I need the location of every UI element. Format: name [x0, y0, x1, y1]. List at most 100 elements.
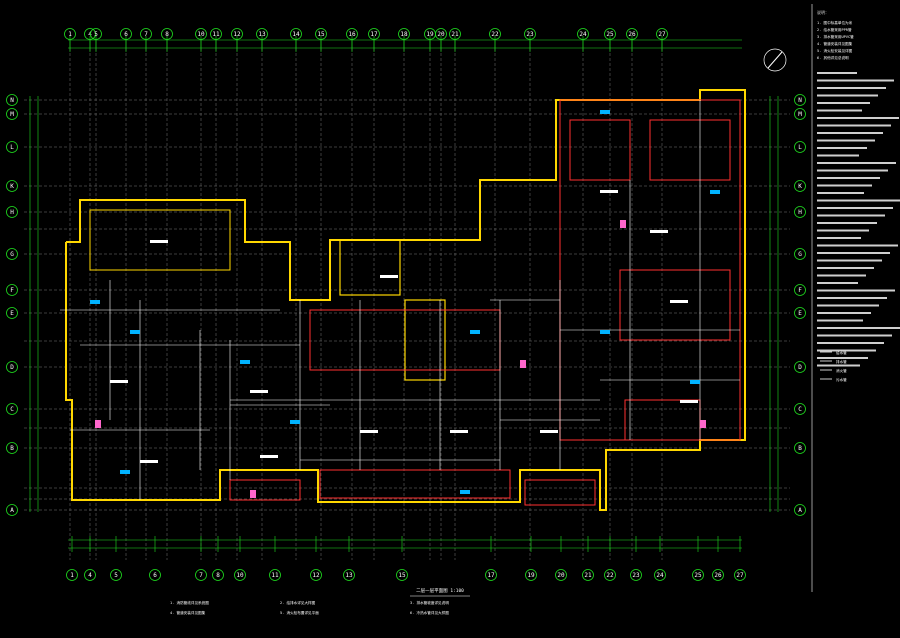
- axis-bubble-bottom-label: 15: [398, 572, 406, 579]
- fixture-marker: [690, 380, 700, 384]
- axis-bubble-right-circle: [794, 141, 806, 153]
- axis-bubble-right-circle: [794, 248, 806, 260]
- dimension-lines: [29, 36, 779, 552]
- fixture-marker: [470, 330, 480, 334]
- room-tag: [650, 230, 668, 233]
- axis-bubble-right-circle: [794, 442, 806, 454]
- notes-filler-line: [817, 87, 886, 89]
- axis-bubble-top-label: 1: [68, 31, 72, 38]
- notes-filler-line: [817, 319, 863, 322]
- notes-header: 说明：: [817, 9, 829, 15]
- fixture-marker: [90, 300, 100, 304]
- axis-bubble-bottom-circle: [66, 569, 78, 581]
- axis-bubble-bottom-label: 26: [714, 572, 722, 579]
- room-tag: [600, 190, 618, 193]
- notes-line: 5. 消火栓安装见详图: [817, 48, 853, 53]
- notes-filler-line: [817, 222, 877, 224]
- room-tag: [150, 240, 168, 243]
- axis-bubble-bottom-label: 27: [736, 572, 744, 579]
- notes-filler-line: [817, 237, 861, 239]
- axis-bubble-bottom-circle: [525, 569, 537, 581]
- axis-bubble-top-label: 14: [292, 31, 300, 38]
- stair-core: [339, 239, 401, 296]
- axis-bubble-bottom-circle: [630, 569, 642, 581]
- axis-bubble-right-circle: [794, 504, 806, 516]
- axis-bubble-top-label: 8: [165, 31, 169, 38]
- room-tag: [680, 400, 698, 403]
- axis-bubble-left-label: E: [10, 310, 14, 317]
- notes-filler-line: [817, 259, 882, 262]
- notes-filler-line: [817, 72, 857, 74]
- notes-filler-line: [817, 297, 887, 299]
- legend-label: 排水管: [836, 359, 847, 364]
- axis-bubble-bottom-label: 25: [694, 572, 702, 579]
- axis-bubble-top-label: 13: [258, 31, 266, 38]
- notes-line: 6. 其他详见总说明: [817, 55, 849, 60]
- notes-filler-line: [817, 102, 870, 104]
- notes-filler-line: [817, 357, 868, 359]
- axis-bubble-top-label: 15: [317, 31, 325, 38]
- fixture-marker: [250, 490, 256, 498]
- room-tag: [110, 380, 128, 383]
- axis-bubble-right-circle: [794, 108, 806, 120]
- room-northwest: [89, 209, 231, 271]
- axis-bubble-top-circle: [398, 28, 410, 40]
- axis-bubble-bottom-label: 22: [606, 572, 614, 579]
- axis-bubble-right-circle: [794, 307, 806, 319]
- inner-wall: [649, 119, 731, 181]
- legend-label: 给水管: [836, 350, 847, 355]
- inner-wall: [524, 479, 596, 506]
- notes-filler-line: [817, 139, 875, 142]
- axis-bubble-right-label: H: [798, 209, 802, 216]
- notes-filler-line: [817, 267, 874, 269]
- axis-bubble-left-label: N: [10, 97, 14, 104]
- axis-bubble-left-label: A: [10, 507, 14, 514]
- inner-walls: [229, 99, 741, 506]
- axis-bubble-top-label: 21: [451, 31, 459, 38]
- axis-bubble-top-circle: [368, 28, 380, 40]
- notes-line: 1. 图中标高单位为米: [817, 20, 853, 25]
- axis-bubble-top-label: 25: [606, 31, 614, 38]
- bottom-note: 1. 消防管线详见系统图: [170, 600, 209, 605]
- notes-filler-line: [817, 162, 896, 164]
- inner-wall: [319, 469, 511, 499]
- inner-wall: [569, 119, 631, 181]
- notes-filler-line: [817, 199, 900, 202]
- notes-filler-line: [817, 312, 871, 314]
- axis-bubble-top-circle: [231, 28, 243, 40]
- room-tag: [540, 430, 558, 433]
- fixtures: [90, 110, 720, 498]
- axis-bubble-left-label: L: [10, 144, 14, 151]
- room-tag: [670, 300, 688, 303]
- axis-bubble-left-circle: [6, 284, 18, 296]
- axis-bubble-left-circle: [6, 94, 18, 106]
- axis-bubble-right-label: N: [798, 97, 802, 104]
- inner-wall: [624, 399, 701, 441]
- axis-bubble-bottom-label: 19: [527, 572, 535, 579]
- axis-bubble-top-circle: [84, 28, 96, 40]
- axis-bubble-bottom-circle: [310, 569, 322, 581]
- bottom-note: 4. 管道安装详见图集: [170, 610, 206, 615]
- axis-bubble-left-circle: [6, 307, 18, 319]
- axis-bubble-right-circle: [794, 284, 806, 296]
- axis-bubble-bottom-circle: [604, 569, 616, 581]
- axis-bubble-bottom-circle: [343, 569, 355, 581]
- notes-filler-line: [817, 327, 900, 329]
- room-tag: [360, 430, 378, 433]
- fixture-marker: [290, 420, 300, 424]
- axis-bubble-bottom-label: 1: [70, 572, 74, 579]
- axis-bubble-bottom-circle: [234, 569, 246, 581]
- notes-filler-line: [817, 229, 869, 232]
- notes-filler-line: [817, 349, 876, 352]
- pipe-lines: [60, 100, 740, 500]
- bottom-note: 3. 排水管坡度详见说明: [410, 600, 449, 605]
- notes-filler-line: [817, 109, 862, 112]
- axis-bubble-bottom-circle: [110, 569, 122, 581]
- fixture-marker: [120, 470, 130, 474]
- axis-bubble-bottom-circle: [269, 569, 281, 581]
- axis-bubble-bottom-label: 21: [584, 572, 592, 579]
- axis-bubble-left-circle: [6, 180, 18, 192]
- notes-filler-line: [817, 244, 898, 247]
- notes-filler-line: [817, 274, 866, 277]
